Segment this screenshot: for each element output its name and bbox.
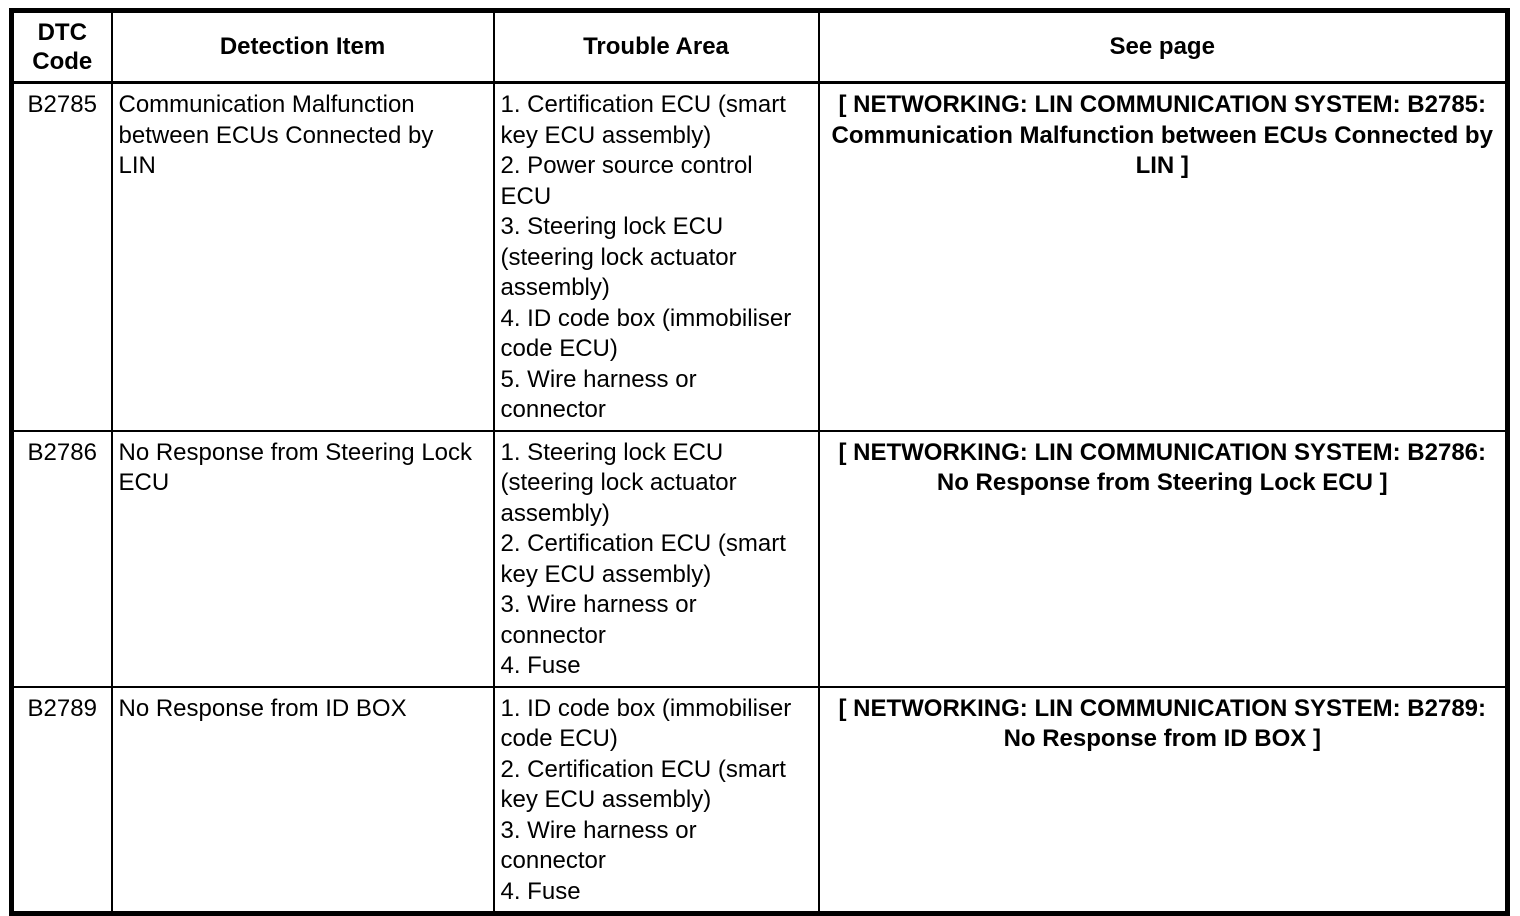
see-page-cell: [ NETWORKING: LIN COMMUNICATION SYSTEM: … bbox=[817, 685, 1509, 915]
trouble-area-item: 4. Fuse bbox=[500, 877, 581, 905]
detection-item-text: Communication Malfunction between ECUs C… bbox=[118, 91, 434, 179]
see-page-cell: [ NETWORKING: LIN COMMUNICATION SYSTEM: … bbox=[817, 429, 1509, 688]
trouble-area-item: 4. Fuse bbox=[500, 652, 581, 679]
detection-item-cell: No Response from ID BOX bbox=[110, 685, 495, 915]
detection-item-text: No Response from Steering Lock ECU bbox=[118, 438, 473, 497]
table-row-b2789: B2789 No Response from ID BOX 1. ID code… bbox=[10, 685, 1509, 915]
trouble-area-item: 1. Certification ECU (smart key ECU asse… bbox=[500, 91, 786, 149]
table-row-b2786: B2786 No Response from Steering Lock ECU… bbox=[10, 429, 1509, 688]
dtc-code-value: B2786 bbox=[10, 429, 113, 688]
dtc-code-value: B2789 bbox=[10, 685, 113, 915]
header-cell-detection-item: Detection Item bbox=[110, 9, 495, 84]
trouble-area-item: 3. Steering lock ECU (steering lock actu… bbox=[500, 213, 737, 301]
header-row: DTC Code Detection Item Trouble Area See… bbox=[10, 9, 1509, 84]
header-label-dtc-code: DTC Code bbox=[32, 19, 93, 75]
detection-item-text: No Response from ID BOX bbox=[118, 694, 407, 722]
trouble-area-item: 2. Certification ECU (smart key ECU asse… bbox=[500, 530, 786, 588]
trouble-area-cell: 1. ID code box (immobiliser code ECU) 2.… bbox=[492, 685, 820, 915]
detection-item-cell: Communication Malfunction between ECUs C… bbox=[110, 81, 495, 432]
header-cell-see-page: See page bbox=[817, 9, 1509, 84]
trouble-area-cell: 1. Certification ECU (smart key ECU asse… bbox=[492, 81, 820, 432]
dtc-code-value: B2785 bbox=[10, 81, 113, 432]
see-page-cell: [ NETWORKING: LIN COMMUNICATION SYSTEM: … bbox=[817, 81, 1509, 432]
trouble-area-item: 3. Wire harness or connector bbox=[500, 591, 697, 649]
trouble-area-item: 5. Wire harness or connector bbox=[500, 365, 697, 424]
see-page-reference: [ NETWORKING: LIN COMMUNICATION SYSTEM: … bbox=[831, 91, 1493, 179]
trouble-area-item: 1. Steering lock ECU (steering lock actu… bbox=[500, 438, 737, 527]
see-page-reference: [ NETWORKING: LIN COMMUNICATION SYSTEM: … bbox=[838, 694, 1487, 753]
table-row-b2785: B2785 Communication Malfunction between … bbox=[10, 81, 1509, 432]
header-cell-dtc-code: DTC Code bbox=[10, 9, 113, 84]
trouble-area-item: 2. Certification ECU (smart key ECU asse… bbox=[500, 755, 786, 814]
trouble-area-cell: 1. Steering lock ECU (steering lock actu… bbox=[492, 429, 820, 688]
detection-item-cell: No Response from Steering Lock ECU bbox=[110, 429, 495, 688]
trouble-area-item: 1. ID code box (immobiliser code ECU) bbox=[500, 694, 792, 753]
trouble-area-item: 3. Wire harness or connector bbox=[500, 816, 697, 875]
dtc-code-table: DTC Code Detection Item Trouble Area See… bbox=[9, 8, 1510, 916]
header-cell-trouble-area: Trouble Area bbox=[492, 9, 820, 84]
trouble-area-item: 2. Power source control ECU bbox=[500, 152, 753, 210]
see-page-reference: [ NETWORKING: LIN COMMUNICATION SYSTEM: … bbox=[838, 438, 1487, 497]
trouble-area-item: 4. ID code box (immobiliser code ECU) bbox=[500, 304, 792, 363]
